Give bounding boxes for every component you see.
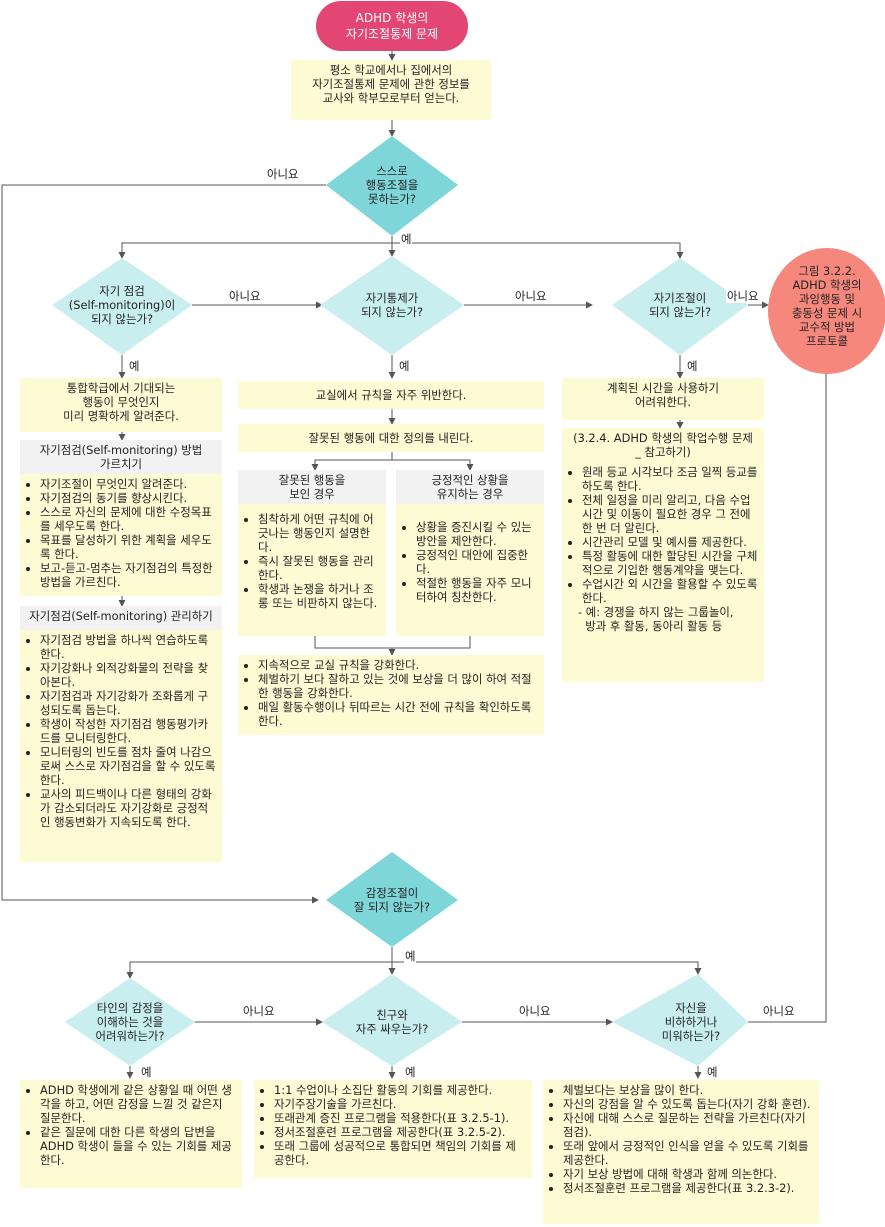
col2-positive-title: 긍정적인 상황을 유지하는 경우 — [396, 470, 544, 504]
list-item: 상황을 증진시킬 수 있는 방안을 제안한다. — [416, 520, 538, 548]
list-item: 수업시간 외 시간을 활용할 수 있도록 한다. — [582, 577, 758, 605]
list-item: 스스로 자신의 문제에 대한 수정목표를 세우도록 한다. — [40, 505, 216, 533]
decision-diamond-main — [326, 136, 458, 236]
col3-list: (3.2.4. ADHD 학생의 학업수행 문제 _ 참고하기) 원래 등교 시… — [562, 428, 764, 682]
list-item: 자기점검의 동기를 향상시킨다. — [40, 491, 216, 505]
list-item: 교사의 피드백이나 다른 형태의 강화가 감소되더라도 자기강화로 긍정적인 행… — [40, 787, 216, 829]
list-item: 자신에 대해 스스로 질문하는 전략을 가르친다(자기점검). — [563, 1111, 813, 1139]
col1-expected-behavior-box: 통합학급에서 기대되는 행동이 무엇인지 미리 명확하게 알려준다. — [20, 378, 222, 432]
bottom-right-list: 체벌보다는 보상을 많이 한다. 자신의 강점을 알 수 있도록 돕는다(자기 … — [543, 1080, 819, 1224]
list-item: 자기점검과 자기강화가 조화롭게 구성되도록 돕는다. — [40, 689, 216, 717]
list-item: 체벌하기 보다 잘하고 있는 것에 보상을 더 많이 하여 적절한 행동을 강화… — [258, 672, 538, 700]
label-yes: 예 — [398, 359, 411, 373]
list-item: 자기주장기술을 가르친다. — [274, 1097, 526, 1111]
label-yes: 예 — [400, 232, 413, 246]
decision-selfblame-text: 자신을 비하하거나 미워하는가? — [661, 1001, 721, 1043]
decision-main-text: 스스로 행동조절을 못하는가? — [365, 164, 419, 206]
bottom-left-list: ADHD 학생에게 같은 상황일 때 어떤 생각을 하고, 어떤 감정을 느낄 … — [20, 1080, 242, 1188]
decision-emotion-text: 감정조절이 잘 되지 않는가? — [353, 886, 431, 914]
list-item: 학생이 작성한 자기점검 행동평가카드를 모니터링한다. — [40, 717, 216, 745]
list-item: 보고-듣고-멈추는 자기점검의 특정한 방법을 가르친다. — [40, 561, 216, 589]
list-item: 학생과 논쟁을 하거나 조롱 또는 비판하지 않는다. — [258, 582, 380, 610]
decision-diamond-monitor — [52, 258, 192, 355]
decision-fight-text: 친구와 자주 싸우는가? — [355, 1008, 429, 1036]
list-item: 또래관계 증진 프로그램을 적용한다(표 3.2.5-1). — [274, 1111, 526, 1125]
list-item: 정서조절훈련 프로그램을 제공한다(표 3.2.5-2). — [274, 1125, 526, 1139]
label-yes: 예 — [128, 359, 141, 373]
col2-wrong-list: 침착하게 어떤 규칙에 어긋나는 행동인지 설명한다. 즉시 잘못된 행동을 관… — [238, 504, 386, 636]
label-no: 아니요 — [726, 289, 760, 303]
decision-selfreg-text: 자기조절이 되지 않는가? — [648, 291, 712, 319]
list-item: 매일 활동수행이나 뒤따르는 시간 전에 규칙을 확인하도록 한다. — [258, 700, 538, 728]
list-item: 원래 등교 시각보다 조금 일찍 등교를 하도록 한다. — [582, 465, 758, 493]
list-item: 1:1 수업이나 소집단 활동의 기회를 제공한다. — [274, 1083, 526, 1097]
decision-diamond-selfreg — [612, 258, 748, 355]
label-yes: 예 — [140, 1065, 153, 1079]
col3-reference: (3.2.4. ADHD 학생의 학업수행 문제 _ 참고하기) — [573, 431, 753, 459]
list-item: 자기조절이 무엇인지 알려준다. — [40, 477, 216, 491]
list-item: 자기 보상 방법에 대해 학생과 함께 의논한다. — [563, 1167, 813, 1181]
label-yes: 예 — [706, 1065, 719, 1079]
label-no: 아니요 — [518, 1004, 552, 1018]
col2-positive-list: 상황을 증진시킬 수 있는 방안을 제안한다. 긍정적인 대안에 집중한다. 적… — [396, 504, 544, 636]
col1-teach-title: 자기점검(Self-monitoring) 방법 가르치기 — [20, 440, 222, 474]
label-no: 아니요 — [266, 167, 300, 181]
list-item: 모니터링의 빈도를 점차 줄여 나감으로써 스스로 자기점검을 할 수 있도록 … — [40, 745, 216, 787]
list-item: 전체 일정을 미리 알리고, 다음 수업시간 및 이동이 필요한 경우 그 전에… — [582, 493, 758, 535]
info-box: 평소 학교에서나 집에서의 자기조절통제 문제에 관한 정보를 교사와 학부모로… — [291, 60, 491, 120]
list-item: 지속적으로 교실 규칙을 강화한다. — [258, 658, 538, 672]
col1-teach-list: 자기조절이 무엇인지 알려준다. 자기점검의 동기를 향상시킨다. 스스로 자신… — [20, 474, 222, 596]
list-item: 긍정적인 대안에 집중한다. — [416, 548, 538, 576]
col3-example: - 예: 경쟁을 하지 않는 그룹놀이, 방과 후 활동, 동아리 활동 등 — [578, 605, 734, 633]
list-item: ADHD 학생에게 같은 상황일 때 어떤 생각을 하고, 어떤 감정을 느낄 … — [40, 1083, 236, 1125]
list-item: 정서조절훈련 프로그램을 제공한다(표 3.2.3-2). — [563, 1181, 813, 1195]
col3-time-box: 계획된 시간을 사용하기 어려워한다. — [562, 378, 764, 420]
decision-diamond-selfcontrol — [320, 256, 464, 355]
list-item: 체벌보다는 보상을 많이 한다. — [563, 1083, 813, 1097]
list-item: 자신의 강점을 알 수 있도록 돕는다(자기 강화 훈련). — [563, 1097, 813, 1111]
col1-manage-title: 자기점검(Self-monitoring) 관리하기 — [20, 606, 222, 630]
label-no: 아니요 — [228, 289, 262, 303]
decision-diamond-emotion — [326, 852, 458, 947]
label-no: 아니요 — [242, 1004, 276, 1018]
list-item: 목표를 달성하기 위한 계획을 세우도록 한다. — [40, 533, 216, 561]
list-item: 적절한 행동을 자주 모니터하여 칭찬한다. — [416, 576, 538, 604]
list-item: 같은 질문에 대한 다른 학생의 답변을 ADHD 학생이 들을 수 있는 기회… — [40, 1125, 236, 1167]
list-item: 특정 활동에 대한 할당된 시간을 구체적으로 기입한 행동계약을 맺는다. — [582, 549, 758, 577]
col2-define-box: 잘못된 행동에 대한 정의를 내린다. — [238, 424, 544, 452]
list-item: 침착하게 어떤 규칙에 어긋나는 행동인지 설명한다. — [258, 512, 380, 554]
decision-diamond-fight — [322, 974, 462, 1066]
list-item: 시간관리 모델 및 예시를 제공한다. — [582, 535, 758, 549]
label-no: 아니요 — [762, 1004, 796, 1018]
figure-caption-circle: 그림 3.2.2. ADHD 학생의 과잉행동 및 충동성 문제 시 교수적 방… — [768, 248, 885, 374]
label-yes: 예 — [686, 359, 699, 373]
decision-diamond-others — [65, 978, 195, 1066]
decision-selfcontrol-text: 자기통제가 되지 않는가? — [360, 291, 424, 319]
list-item: 자기강화나 외적강화물의 전략을 찾아본다. — [40, 661, 216, 689]
label-no: 아니요 — [514, 289, 548, 303]
list-item: 또래 앞에서 긍정적인 인식을 얻을 수 있도록 기회를 제공한다. — [563, 1139, 813, 1167]
col2-bottom-list: 지속적으로 교실 규칙을 강화한다. 체벌하기 보다 잘하고 있는 것에 보상을… — [238, 655, 544, 735]
col2-rule-violation-box: 교실에서 규칙을 자주 위반한다. — [238, 381, 544, 409]
list-item: 자기점검 방법을 하나씩 연습하도록 한다. — [40, 633, 216, 661]
decision-diamond-selfblame — [612, 974, 748, 1066]
decision-monitor-text: 자기 점검 (Self-monitoring)이 되지 않는가? — [68, 284, 176, 326]
list-item: 또래 그룹에 성공적으로 통합되면 책임의 기회를 제공한다. — [274, 1139, 526, 1167]
start-node: ADHD 학생의 자기조절통제 문제 — [316, 1, 468, 51]
decision-others-text: 타인의 감정을 이해하는 것을 어려워하는가? — [95, 1001, 165, 1043]
col2-wrong-title: 잘못된 행동을 보인 경우 — [238, 470, 386, 504]
col1-manage-list: 자기점검 방법을 하나씩 연습하도록 한다. 자기강화나 외적강화물의 전략을 … — [20, 630, 222, 862]
list-item: 즉시 잘못된 행동을 관리한다. — [258, 554, 380, 582]
label-yes: 예 — [404, 949, 417, 963]
label-yes: 예 — [404, 1065, 417, 1079]
bottom-mid-list: 1:1 수업이나 소집단 활동의 기회를 제공한다. 자기주장기술을 가르친다.… — [254, 1080, 532, 1178]
